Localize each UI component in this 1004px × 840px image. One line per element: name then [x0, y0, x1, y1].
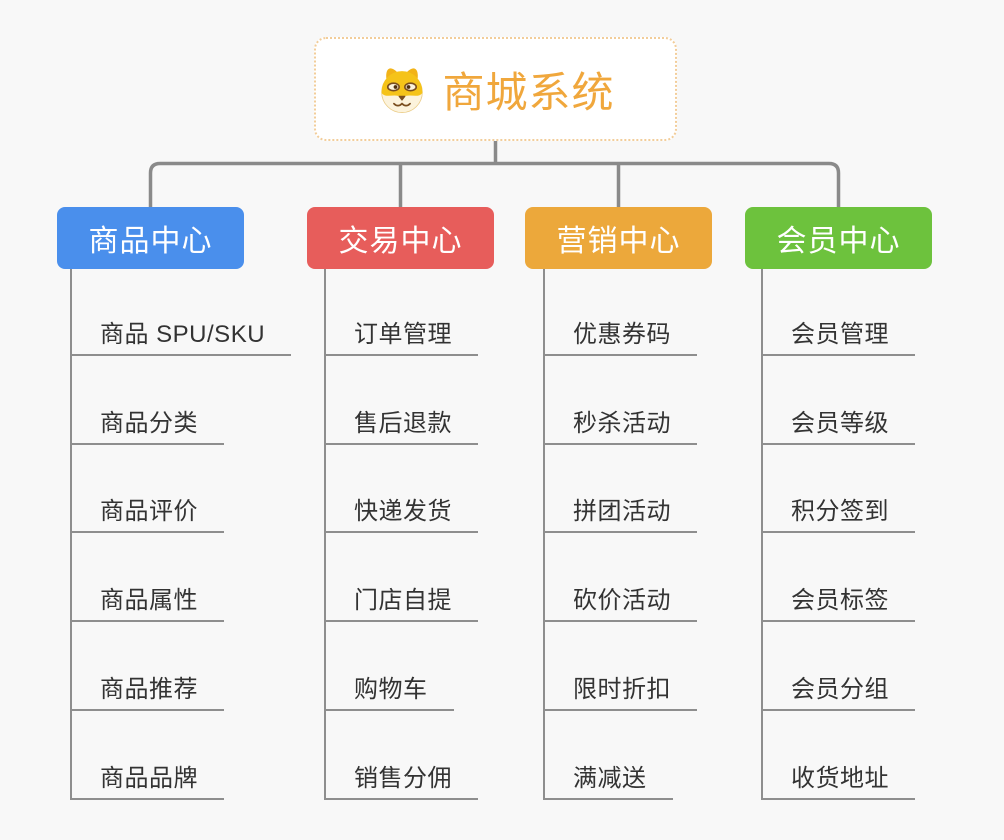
- leaf-node[interactable]: 订单管理: [324, 322, 478, 356]
- leaf-node[interactable]: 商品品牌: [70, 766, 224, 800]
- branch-node[interactable]: 会员中心: [745, 207, 932, 269]
- leaf-node[interactable]: 满减送: [543, 766, 673, 800]
- leaf-node[interactable]: 限时折扣: [543, 677, 697, 711]
- leaf-node[interactable]: 秒杀活动: [543, 411, 697, 445]
- leaf-node[interactable]: 积分签到: [761, 499, 915, 533]
- leaf-node[interactable]: 商品 SPU/SKU: [70, 322, 292, 356]
- leaf-node[interactable]: 购物车: [324, 677, 454, 711]
- root-title: 商城系统: [442, 68, 615, 116]
- leaf-node[interactable]: 商品评价: [70, 499, 224, 533]
- branch-child-line: [324, 269, 326, 800]
- leaf-node[interactable]: 会员管理: [761, 322, 915, 356]
- branch-node[interactable]: 营销中心: [525, 207, 712, 269]
- branch-child-line: [543, 269, 545, 800]
- branch-node[interactable]: 交易中心: [307, 207, 494, 269]
- branch-child-line: [70, 269, 72, 800]
- root-node[interactable]: 商城系统: [314, 37, 677, 141]
- leaf-node[interactable]: 收货地址: [761, 766, 915, 800]
- leaf-node[interactable]: 快递发货: [324, 499, 478, 533]
- leaf-node[interactable]: 售后退款: [324, 411, 478, 445]
- leaf-node[interactable]: 商品属性: [70, 588, 224, 622]
- leaf-node[interactable]: 会员标签: [761, 588, 915, 622]
- leaf-node[interactable]: 拼团活动: [543, 499, 697, 533]
- leaf-node[interactable]: 优惠券码: [543, 322, 697, 356]
- leaf-node[interactable]: 砍价活动: [543, 588, 697, 622]
- leaf-node[interactable]: 会员等级: [761, 411, 915, 445]
- dog-icon: [381, 68, 424, 113]
- leaf-node[interactable]: 门店自提: [324, 588, 478, 622]
- leaf-node[interactable]: 商品推荐: [70, 677, 224, 711]
- leaf-node[interactable]: 销售分佣: [324, 766, 478, 800]
- branch-node[interactable]: 商品中心: [57, 207, 244, 269]
- branch-child-line: [761, 269, 763, 800]
- leaf-node[interactable]: 会员分组: [761, 677, 915, 711]
- leaf-node[interactable]: 商品分类: [70, 411, 224, 445]
